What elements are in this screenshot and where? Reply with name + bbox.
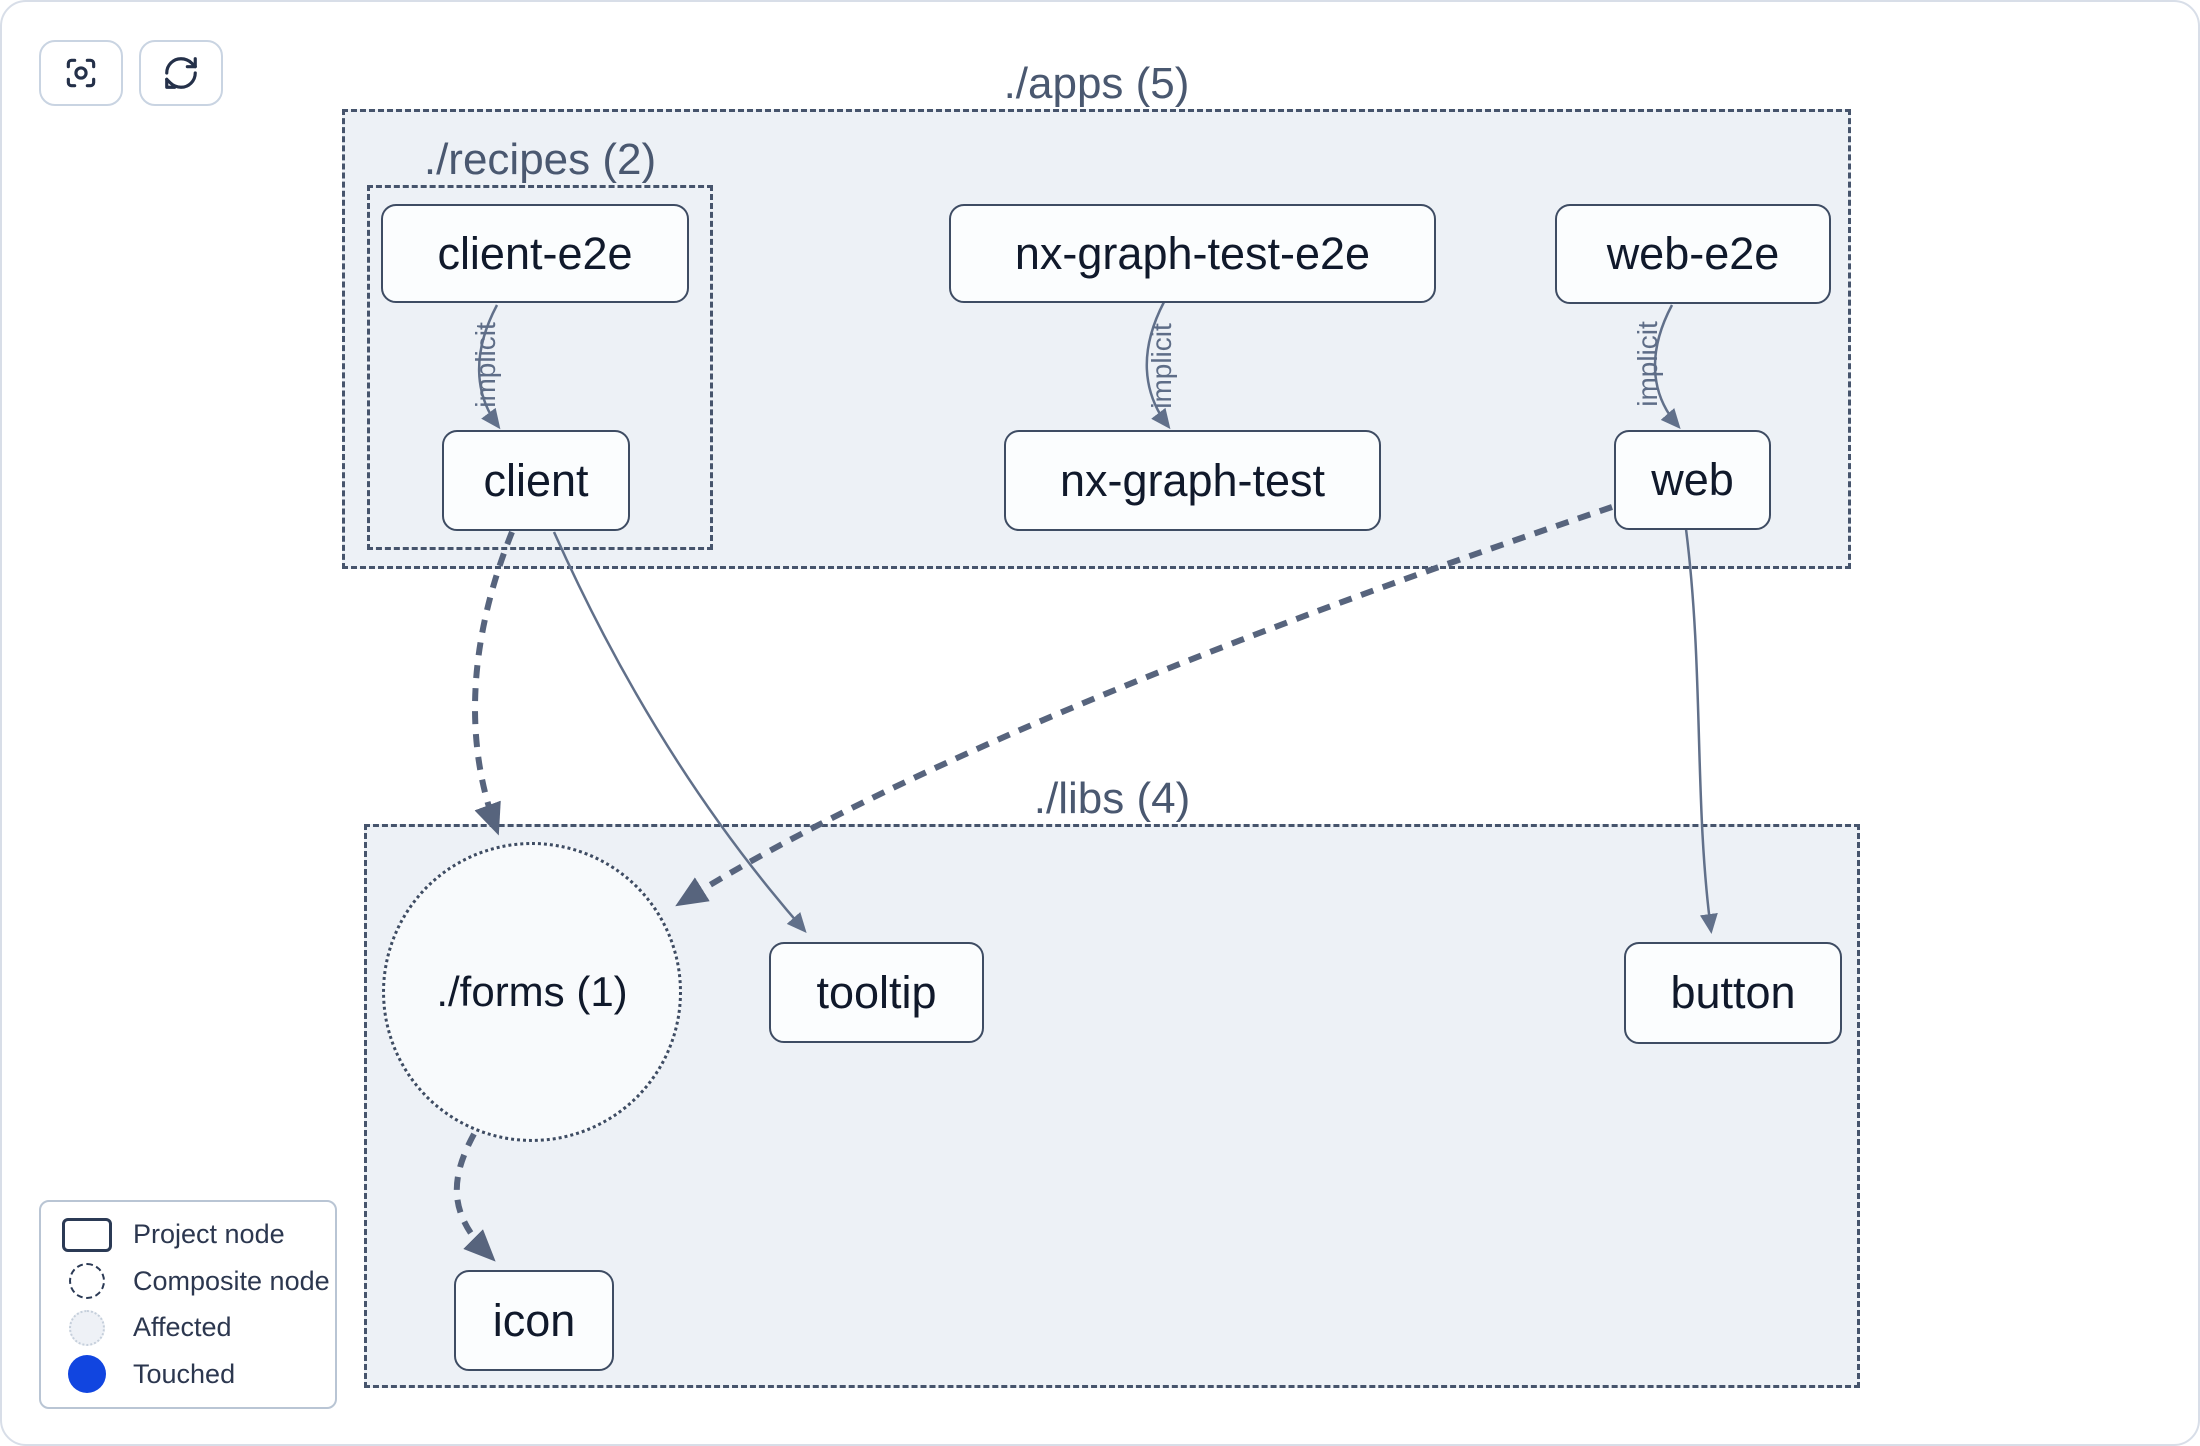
node-tooltip-label: tooltip — [816, 966, 937, 1018]
node-web-e2e[interactable]: web-e2e — [1555, 204, 1831, 304]
focus-icon — [62, 54, 100, 92]
group-recipes: ./recipes (2) — [367, 135, 713, 550]
legend-item-affected: Affected — [41, 1306, 335, 1350]
legend-label: Touched — [133, 1358, 236, 1389]
edge-label-implicit: implicit — [1146, 323, 1177, 409]
composite-node-swatch-icon — [41, 1263, 133, 1300]
node-nx-graph-test-e2e[interactable]: nx-graph-test-e2e — [949, 204, 1436, 303]
edge-label-implicit: implicit — [470, 322, 501, 408]
legend-label: Affected — [133, 1312, 232, 1343]
edge-label-implicit: implicit — [1632, 321, 1663, 407]
legend-item-project-node: Project node — [41, 1213, 335, 1257]
focus-button[interactable] — [39, 40, 123, 106]
node-client-e2e[interactable]: client-e2e — [381, 204, 689, 303]
legend-item-touched: Touched — [41, 1352, 335, 1396]
refresh-button[interactable] — [139, 40, 223, 106]
node-button-label: button — [1670, 967, 1796, 1018]
node-button[interactable]: button — [1624, 942, 1842, 1044]
group-libs-label: ./libs (4) — [1033, 774, 1191, 823]
node-tooltip[interactable]: tooltip — [769, 942, 984, 1043]
node-nx-graph-test-e2e-label: nx-graph-test-e2e — [1014, 227, 1371, 279]
legend-label: Composite node — [133, 1265, 330, 1296]
node-nx-graph-test-label: nx-graph-test — [1059, 454, 1326, 506]
node-web-e2e-label: web-e2e — [1606, 228, 1780, 279]
node-web-label: web — [1651, 454, 1734, 505]
node-icon-label: icon — [492, 1294, 576, 1346]
node-forms-label: ./forms (1) — [436, 968, 628, 1015]
node-nx-graph-test[interactable]: nx-graph-test — [1004, 430, 1381, 531]
node-forms-composite[interactable]: ./forms (1) — [382, 842, 682, 1142]
node-client-e2e-label: client-e2e — [437, 227, 633, 279]
refresh-icon — [162, 54, 200, 92]
project-node-swatch-icon — [41, 1217, 133, 1252]
affected-swatch-icon — [41, 1309, 133, 1346]
touched-swatch-icon — [41, 1355, 133, 1394]
node-client-label: client — [483, 454, 589, 506]
node-client[interactable]: client — [442, 430, 630, 531]
group-apps-label: ./apps (5) — [1003, 59, 1190, 108]
node-icon[interactable]: icon — [454, 1270, 614, 1371]
group-recipes-label: ./recipes (2) — [423, 135, 657, 184]
node-web[interactable]: web — [1614, 430, 1771, 530]
legend-panel: Project node Composite node Affected Tou… — [39, 1200, 337, 1409]
legend-item-composite-node: Composite node — [41, 1259, 335, 1303]
legend-label: Project node — [133, 1219, 285, 1250]
